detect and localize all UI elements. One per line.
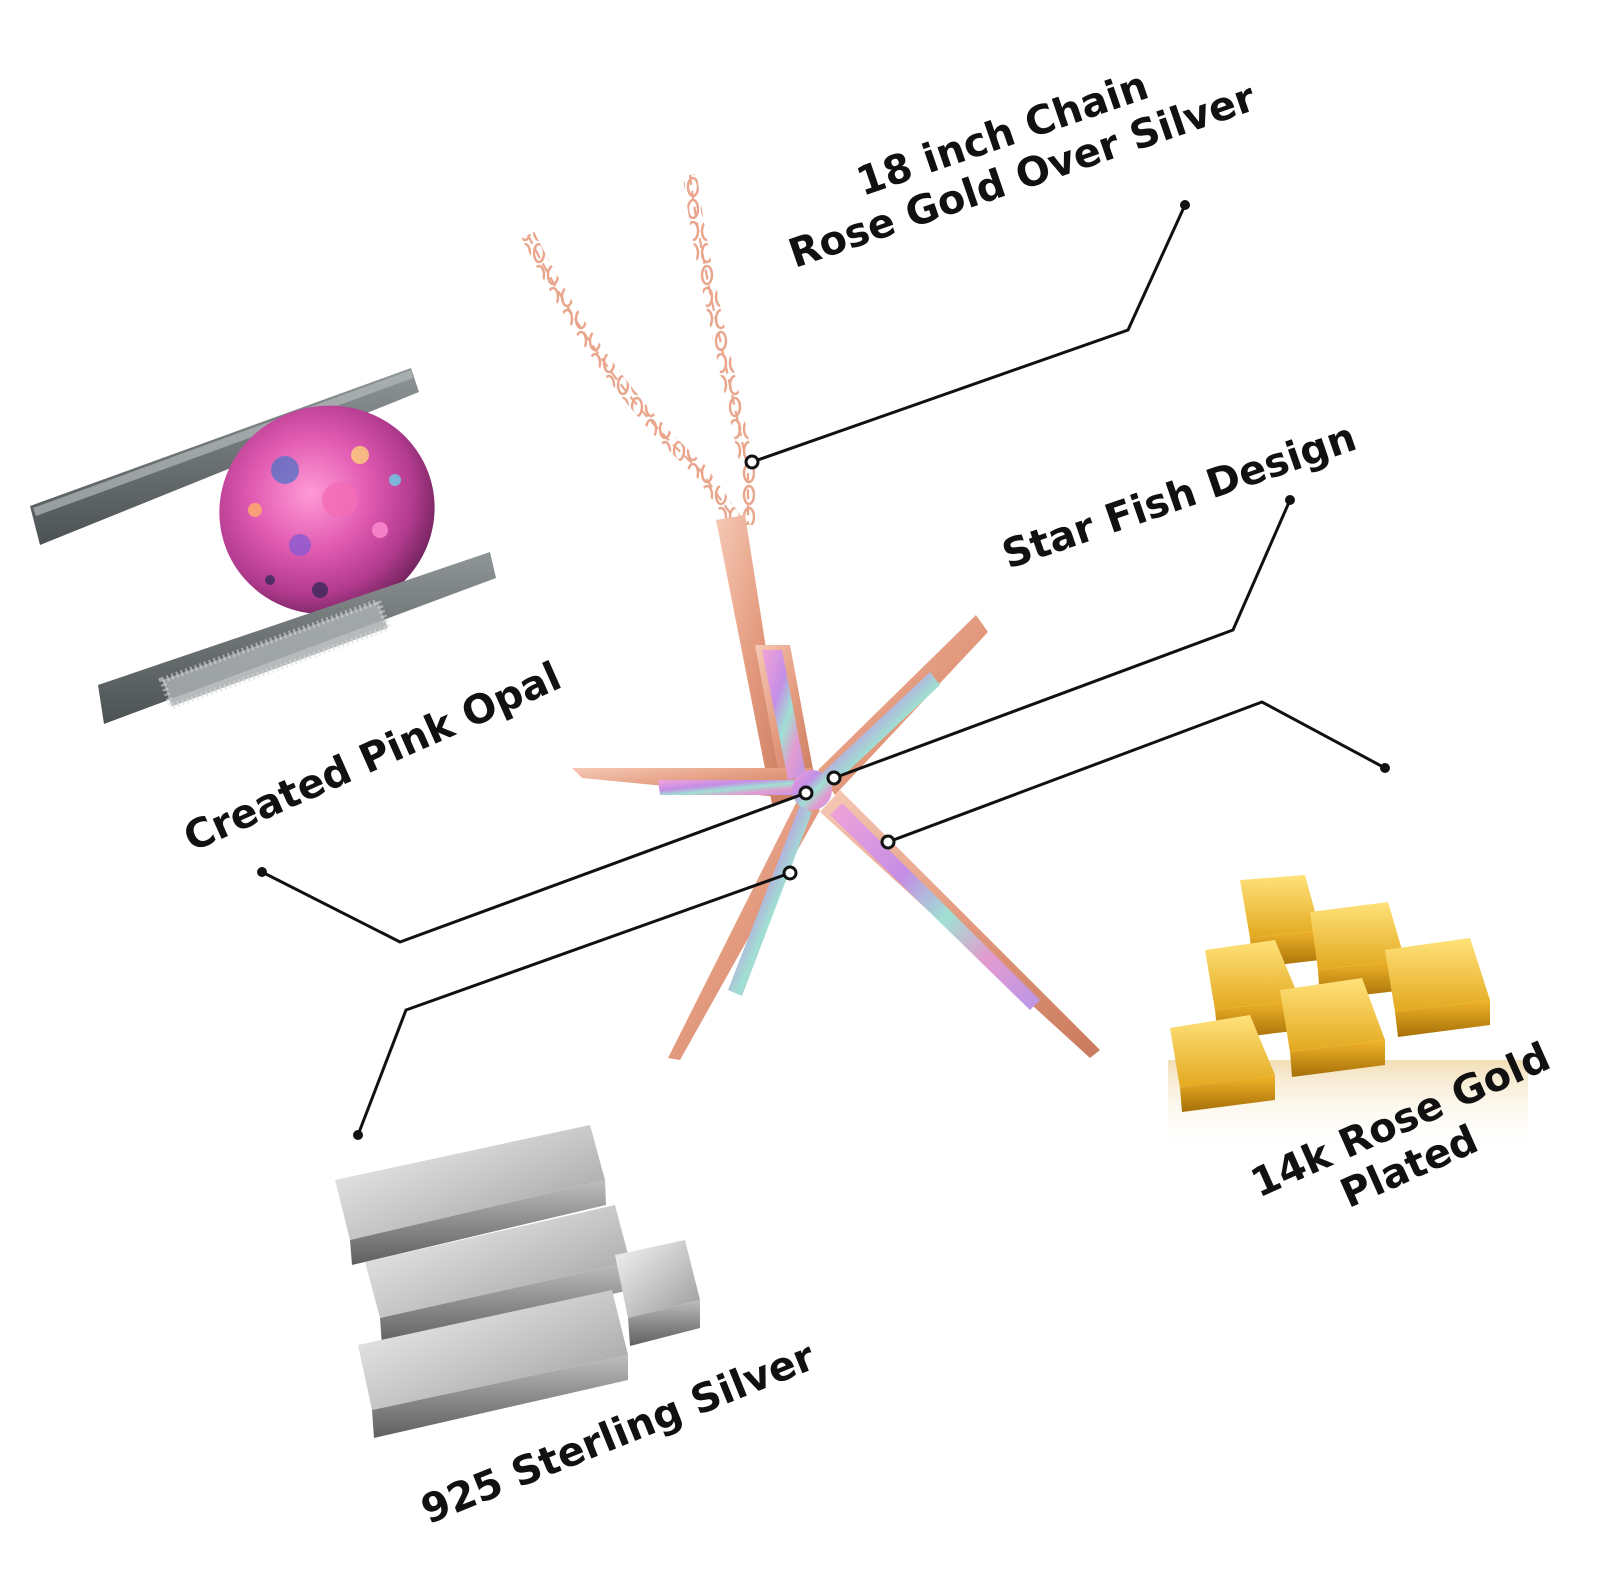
pink-opal-in-tweezers-icon (30, 368, 496, 724)
callout-line-silver (356, 871, 791, 1136)
callout-anchors (744, 454, 896, 881)
silver-bars-icon (335, 1125, 700, 1438)
callout-lines (261, 204, 1386, 1136)
callout-line-starfish (833, 499, 1292, 780)
callout-line-opal (261, 791, 807, 944)
starfish-pendant-icon (572, 515, 1100, 1060)
gold-bars-icon (1168, 875, 1528, 1150)
callout-line-rose-gold (887, 700, 1386, 844)
callout-endpoints (257, 200, 1390, 1140)
callout-line-chain (751, 204, 1187, 464)
rose-gold-chain (521, 174, 755, 525)
